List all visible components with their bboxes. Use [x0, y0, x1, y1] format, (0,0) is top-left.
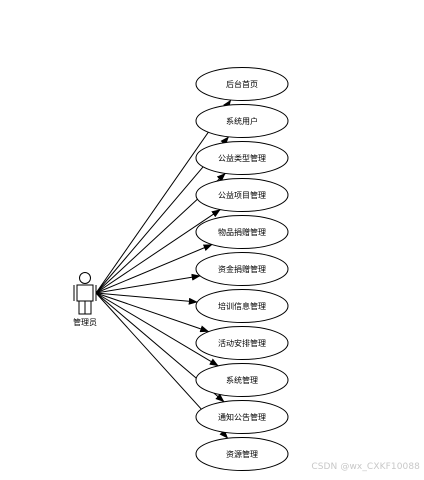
use-case-label: 公益类型管理	[218, 153, 266, 163]
use-case-label: 公益项目管理	[218, 190, 266, 200]
use-case: 物品捐赠管理	[195, 215, 289, 249]
use-case: 后台首页	[195, 67, 289, 101]
actor-label: 管理员	[73, 317, 97, 327]
use-case: 资金捐赠管理	[195, 252, 289, 286]
use-case-ellipse	[195, 104, 289, 138]
use-case-label: 后台首页	[226, 79, 258, 89]
use-case-ellipse	[195, 178, 289, 212]
use-case-ellipse	[195, 67, 289, 101]
use-case-ellipse	[195, 437, 289, 471]
use-case-label: 活动安排管理	[218, 338, 266, 348]
use-case: 通知公告管理	[195, 400, 289, 434]
use-case-ellipse	[195, 215, 289, 249]
use-case-ellipse	[195, 400, 289, 434]
use-case-ellipse	[195, 141, 289, 175]
use-case-label: 资源管理	[226, 449, 258, 459]
use-case-ellipse	[195, 326, 289, 360]
association-arrow	[95, 244, 213, 294]
association-arrow	[95, 273, 201, 294]
association-arrow	[95, 292, 210, 333]
use-case: 培训信息管理	[195, 289, 289, 323]
use-case-label: 通知公告管理	[218, 412, 266, 422]
actor-torso	[76, 284, 94, 302]
association-arrow	[95, 292, 198, 305]
use-case-ellipse	[195, 363, 289, 397]
use-case: 公益类型管理	[195, 141, 289, 175]
actor-head	[79, 272, 91, 284]
use-case-label: 资金捐赠管理	[218, 264, 266, 274]
use-case-list: 后台首页系统用户公益类型管理公益项目管理物品捐赠管理资金捐赠管理培训信息管理活动…	[195, 67, 289, 471]
use-case-label: 培训信息管理	[218, 301, 266, 311]
use-case-ellipse	[195, 289, 289, 323]
use-case-label: 系统管理	[226, 375, 258, 385]
association-arrow	[95, 209, 221, 294]
use-case: 公益项目管理	[195, 178, 289, 212]
watermark: CSDN @wx_CXKF10088	[311, 462, 420, 472]
use-case: 资源管理	[195, 437, 289, 471]
use-case-label: 物品捐赠管理	[218, 227, 266, 237]
use-case: 系统用户	[195, 104, 289, 138]
use-case: 系统管理	[195, 363, 289, 397]
use-case-ellipse	[195, 252, 289, 286]
association-arrow	[95, 292, 219, 367]
use-case-label: 系统用户	[226, 116, 258, 126]
actor-admin: 管理员	[73, 272, 97, 327]
use-case: 活动安排管理	[195, 326, 289, 360]
